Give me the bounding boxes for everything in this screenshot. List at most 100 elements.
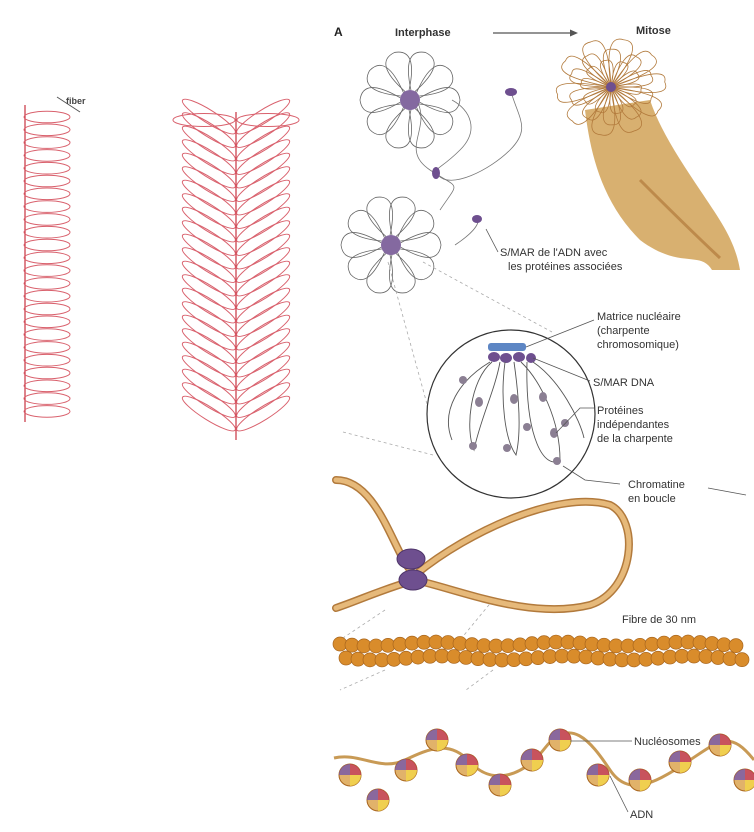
rosette-loop-left [179, 311, 238, 355]
panel-letter: A [334, 25, 343, 39]
rosette-loop-right [233, 270, 292, 314]
histone-quadrant [406, 759, 417, 770]
rosette-loop-left [179, 149, 238, 193]
rosette-loop-right [233, 392, 292, 436]
rosette-loop-left [179, 351, 238, 395]
smar-protein-label-line1: S/MAR de l'ADN avec [500, 247, 608, 259]
rosette-loop-left [179, 270, 238, 314]
rosette-petal-loop [417, 65, 453, 96]
nuclear-matrix-zoom-circle [427, 330, 595, 498]
rosette-loop-right [233, 378, 292, 422]
rosette-petal-loop [408, 109, 434, 148]
rosette-loop-right [233, 257, 292, 301]
histone-quadrant [426, 729, 437, 740]
histone-quadrant [395, 759, 406, 770]
histone-quadrant [378, 789, 389, 800]
rosette-loop-right [233, 297, 292, 341]
rosette-loop-right [233, 230, 292, 274]
fiber-label: fiber [66, 96, 86, 106]
histone-quadrant [532, 760, 543, 771]
rosette-petal-loop [401, 233, 441, 258]
histone-quadrant [560, 729, 571, 740]
rosette-loop-left [179, 284, 238, 328]
histone-quadrant [640, 769, 651, 780]
rosette-loop-left [179, 162, 238, 206]
rosette-loop-left [179, 324, 238, 368]
chromatin-loop-outline [24, 329, 70, 341]
rosette-petal-loop [341, 233, 381, 258]
rosette-loop-left [179, 392, 238, 436]
rosette-loop-right [233, 203, 292, 247]
chromatin-loop-outline [24, 150, 70, 162]
chromatin-loop-outline [24, 214, 70, 226]
fiber-30nm-beads [333, 635, 749, 667]
rosette-petal-loop [420, 88, 460, 113]
histone-quadrant [467, 765, 478, 776]
chromatin-loop-outline [24, 124, 70, 136]
rosette-petal-loop [367, 197, 393, 236]
rosette-loop-left [179, 338, 238, 382]
nucleosomes-label: Nucléosomes [634, 736, 701, 748]
rosette-petal-loop [360, 88, 400, 113]
rosette-loop-right [233, 149, 292, 193]
rosette-loop-left [179, 297, 238, 341]
chromatin-loop-outline [24, 239, 70, 251]
rosette-loop-left [179, 365, 238, 409]
rosette-loop-right [233, 135, 292, 179]
rosette-loop-left [179, 230, 238, 274]
histone-quadrant [680, 762, 691, 773]
mitotic-chromosome [556, 39, 740, 270]
right-panel: A Interphase Mitose [333, 25, 754, 821]
histone-quadrant [669, 751, 680, 762]
chromatin-loop-outline [24, 354, 70, 366]
chromatin-loop-outline [24, 162, 70, 174]
independent-proteins-label-line2: indépendantes [597, 419, 670, 431]
interphase-rosette-top [360, 52, 460, 148]
rosette-core [381, 235, 401, 255]
interphase-to-mitosis-arrow [493, 30, 578, 37]
independent-proteins-label-line3: de la charpente [597, 433, 673, 445]
histone-quadrant [734, 769, 745, 780]
chromatin-loop-outline [24, 137, 70, 149]
rosette-petal-loop [408, 52, 434, 91]
rosette-loop-right [233, 243, 292, 287]
rosette-petal-loop [367, 65, 403, 96]
histone-quadrant [745, 780, 754, 791]
histone-quadrant [367, 789, 378, 800]
chromatin-loop-outline [24, 393, 70, 405]
histone-quadrant [437, 729, 448, 740]
histone-quadrant [521, 749, 532, 760]
rosette-loop-column [173, 95, 299, 440]
chromatin-loop-outline [24, 265, 70, 277]
rosette-loop-right [233, 365, 292, 409]
rosette-loop-right [233, 284, 292, 328]
histone-quadrant [587, 764, 598, 775]
histone-quadrant [456, 754, 467, 765]
chromatin-loop-outline [24, 290, 70, 302]
smar-protein-label-line2: les protéines associées [508, 261, 623, 273]
histone-quadrant [745, 769, 754, 780]
fiber-30nm-label: Fibre de 30 nm [622, 614, 696, 626]
chromatin-loop-outline [24, 406, 70, 418]
matrix-label-line2: (charpente [597, 325, 650, 337]
rosette-loop-left [179, 122, 238, 166]
rosette-loop-right [233, 324, 292, 368]
rosette-petal-loop [417, 104, 453, 135]
chromatin-loop-outline [24, 111, 70, 123]
chromatin-loop [336, 480, 629, 609]
chromatin-loop-outline [24, 367, 70, 379]
histone-quadrant [629, 769, 640, 780]
chromatin-loop-label-line1: Chromatine [628, 479, 685, 491]
rosette-loop-right [233, 176, 292, 220]
chromatin-loop-outline [24, 380, 70, 392]
stage-mitosis-label: Mitose [636, 25, 671, 37]
rosette-petal-loop [348, 210, 384, 241]
chromatin-loop-outline [24, 252, 70, 264]
rosette-petal-loop [367, 104, 403, 135]
smar-dna-label: S/MAR DNA [593, 377, 655, 389]
histone-quadrant [350, 764, 361, 775]
rosette-loop-left [179, 216, 238, 260]
chromatin-loop-outline [24, 342, 70, 354]
chromatin-loop-outline [24, 278, 70, 290]
